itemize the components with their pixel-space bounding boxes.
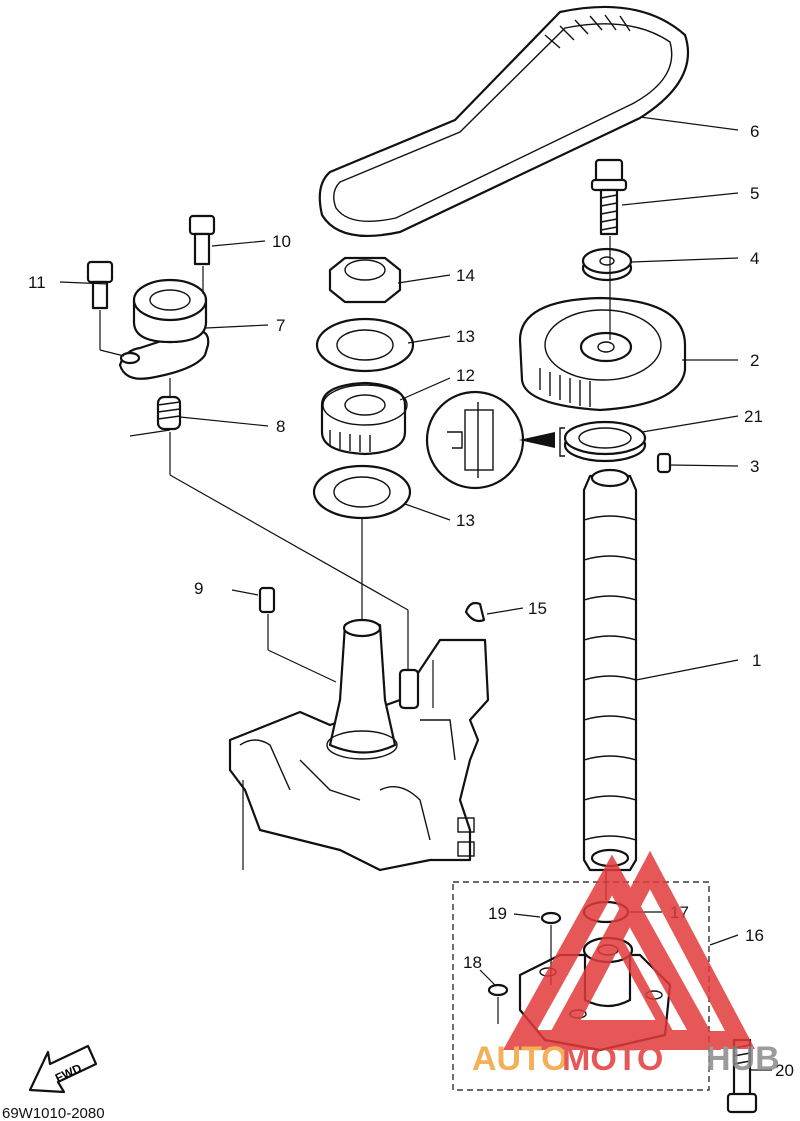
watermark-part-2: MOTO	[562, 1040, 663, 1078]
callout-4: 4	[750, 249, 759, 268]
callout-8: 8	[276, 417, 285, 436]
watermark-part-1: AUTO	[472, 1040, 568, 1078]
camshaft-pulley-bolt	[590, 158, 628, 236]
pulley-plate-lower	[312, 464, 412, 520]
brand-watermark: AUTO MOTO HUB	[472, 850, 780, 1078]
drive-pulley	[320, 381, 408, 456]
callout-16: 16	[745, 926, 764, 945]
callout-5: 5	[750, 184, 759, 203]
leader-lines	[59, 116, 772, 1071]
diagram-code: 69W1010-2080	[2, 1105, 105, 1121]
tensioner-screw	[86, 260, 114, 310]
watermark-part-3: HUB	[706, 1040, 780, 1078]
callout-1: 1	[752, 651, 761, 670]
callout-12: 12	[456, 366, 475, 385]
callout-10: 10	[272, 232, 291, 251]
flywheel-nut	[328, 256, 402, 304]
dowel-pin	[656, 452, 672, 474]
timing-belt	[318, 5, 690, 238]
callout-14: 14	[456, 266, 475, 285]
camshaft-pulley	[518, 296, 687, 412]
callout-3: 3	[750, 457, 759, 476]
callout-20: 20	[775, 1061, 794, 1080]
tensioner-spring	[156, 395, 182, 431]
pulley-plate-upper	[315, 317, 415, 373]
callout-9: 9	[194, 579, 203, 598]
callout-13-upper: 13	[456, 327, 475, 346]
callout-19: 19	[488, 904, 507, 923]
callout-7: 7	[276, 316, 285, 335]
woodruff-key	[464, 601, 486, 623]
callout-11: 11	[28, 273, 46, 292]
callout-2: 2	[750, 351, 759, 370]
callout-18: 18	[463, 953, 482, 972]
camshaft	[582, 468, 638, 872]
knock-pin	[258, 586, 276, 614]
cylinder-block	[228, 618, 490, 872]
callout-15: 15	[528, 599, 547, 618]
tensioner-bolt	[188, 214, 216, 266]
callout-13-lower: 13	[456, 511, 475, 530]
callout-6: 6	[750, 122, 759, 141]
forward-arrow-icon: FWD	[28, 1044, 98, 1094]
seal-detail-inset	[425, 390, 565, 490]
washer	[581, 247, 633, 282]
belt-tensioner	[118, 278, 210, 380]
watermark-logo-icon	[502, 850, 755, 1050]
oil-seal	[563, 420, 647, 463]
callout-21: 21	[744, 407, 763, 426]
